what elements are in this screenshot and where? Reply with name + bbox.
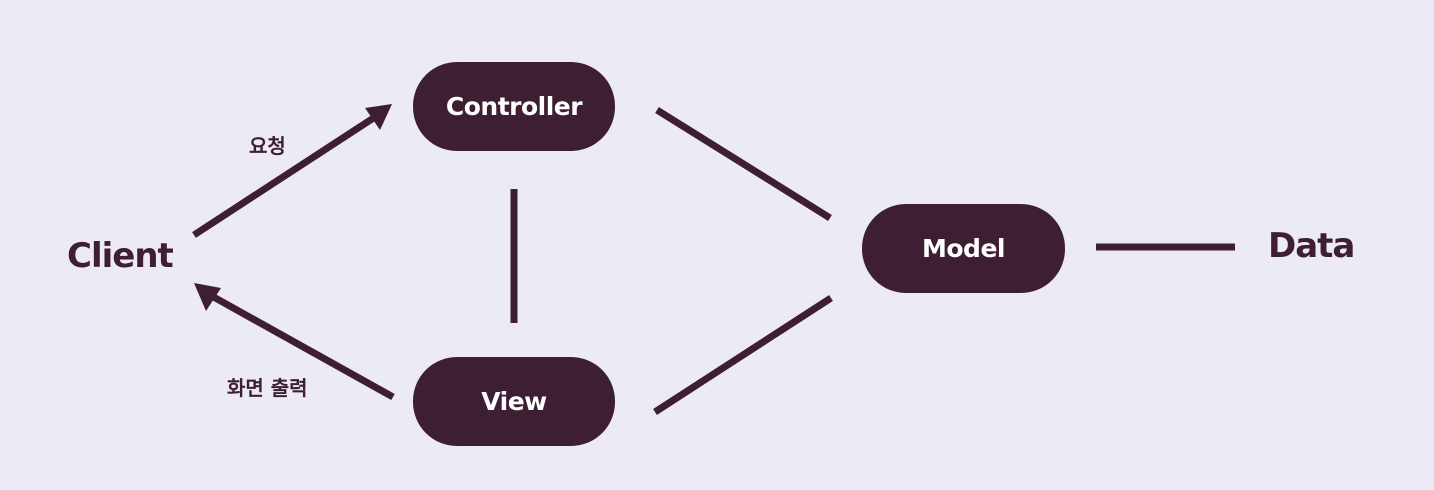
view-to-client-arrow-line xyxy=(208,291,395,401)
view-node: View xyxy=(413,357,615,446)
controller-node-label: Controller xyxy=(445,92,583,121)
client-to-controller-arrowhead xyxy=(365,104,392,130)
view-to-client-arrowhead xyxy=(194,283,221,311)
model-node-label: Model xyxy=(922,234,1005,263)
display-output-label: 화면 출력 xyxy=(227,376,308,400)
client-to-controller-arrow-line xyxy=(192,114,377,238)
controller-node: Controller xyxy=(413,62,615,151)
view-node-label: View xyxy=(481,387,547,416)
request-label: 요청 xyxy=(249,134,286,158)
controller-model-line xyxy=(655,107,832,221)
client-label: Client xyxy=(67,236,174,276)
view-model-line xyxy=(653,295,833,415)
model-node: Model xyxy=(862,204,1065,293)
data-label: Data xyxy=(1268,226,1355,266)
